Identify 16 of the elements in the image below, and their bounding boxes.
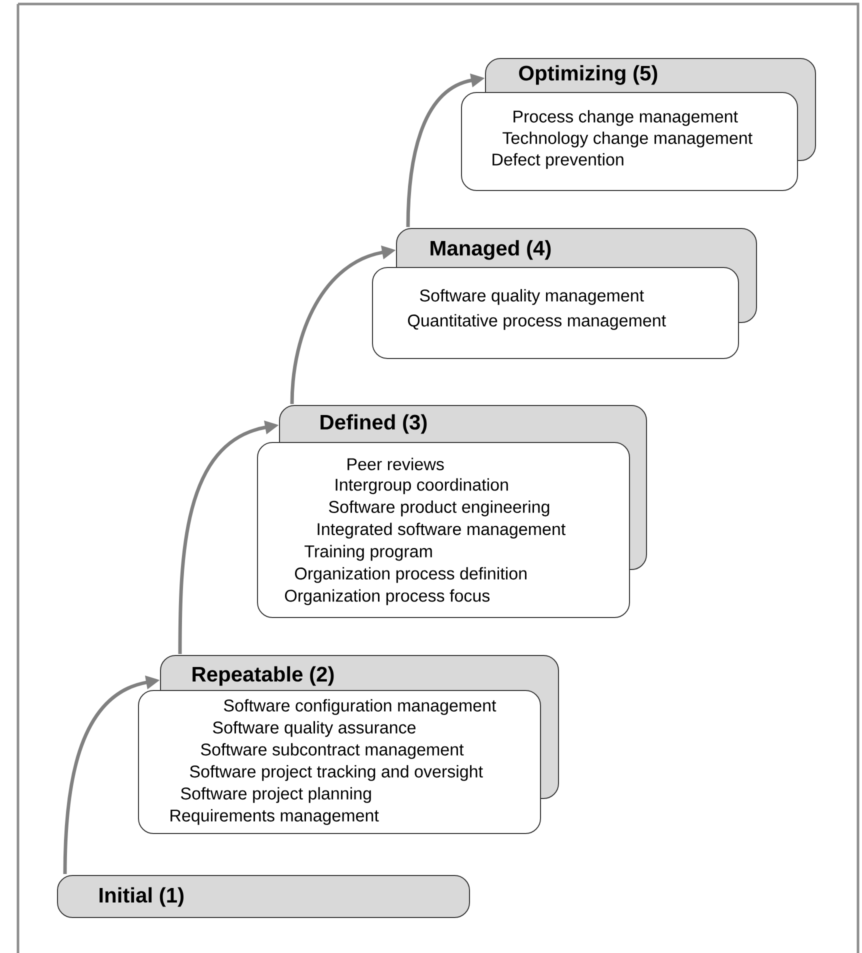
list-item: Organization process definition [295,567,526,583]
list-item: Software configuration management [224,699,496,715]
list-item: Process change management [514,110,738,126]
list-item: Software quality assurance [212,721,416,737]
list-item: Requirements management [170,809,379,825]
list-item: Software quality management [420,289,644,305]
level-tab: Initial (1) [57,875,470,918]
list-item: Technology change management [502,132,752,148]
list-item: Software project tracking and oversight [190,765,483,781]
list-item: Peer reviews [348,458,444,470]
list-item: Organization process focus [285,589,490,606]
list-item: Integrated software management [318,522,566,539]
list-item: Training program [304,544,432,561]
list-item: Software subcontract management [200,743,464,759]
list-item: Intergroup coordination [336,478,508,494]
list-item: Software product engineering [328,500,550,516]
